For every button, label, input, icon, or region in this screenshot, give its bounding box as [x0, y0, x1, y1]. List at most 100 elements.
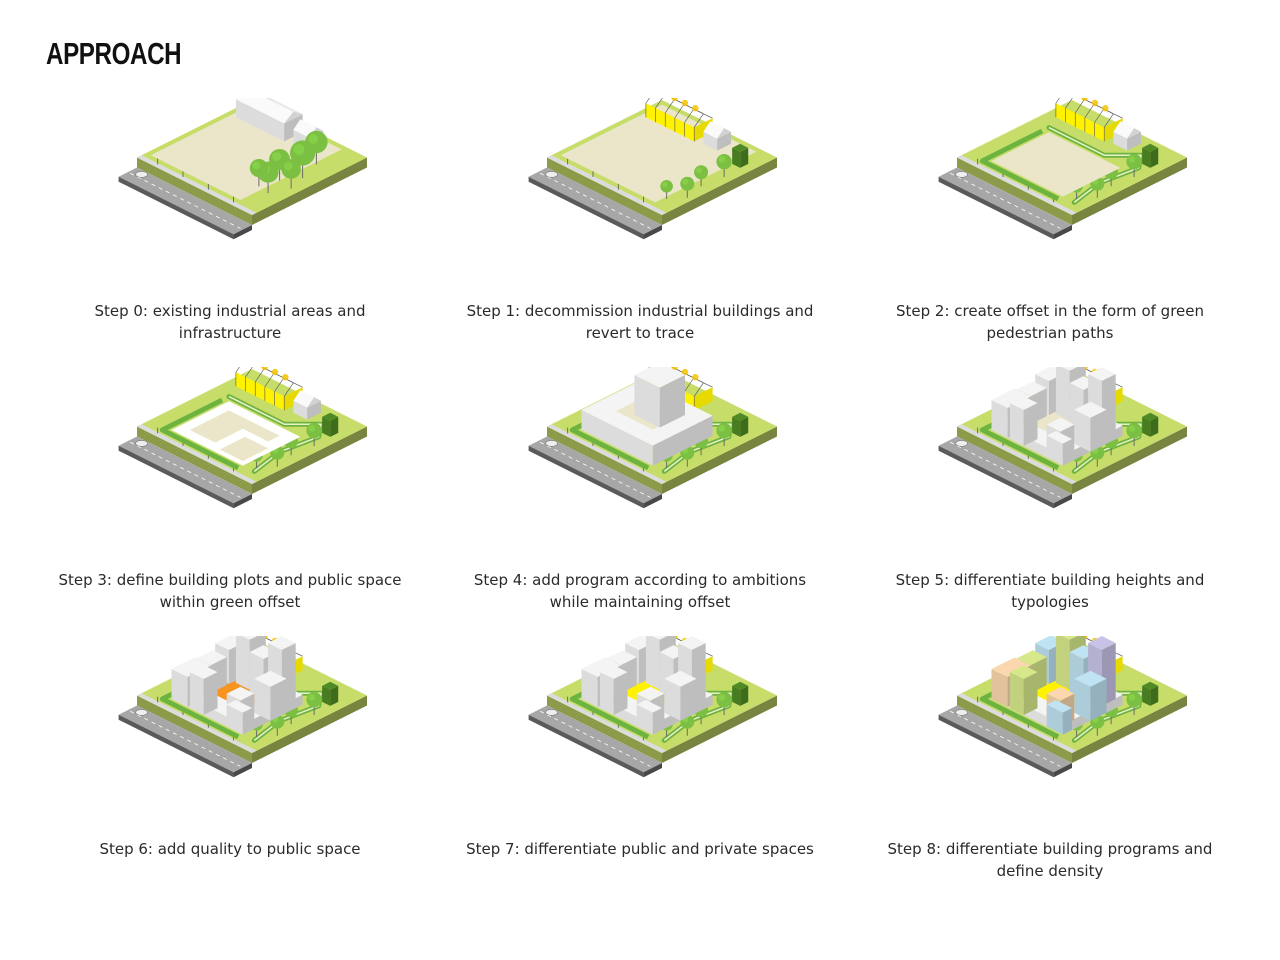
- building-8-top: [636, 686, 665, 701]
- building-7-front: [1009, 672, 1024, 716]
- road-edge: [118, 714, 234, 778]
- road-end: [643, 763, 662, 778]
- car: [135, 171, 148, 178]
- tree-a-crown-light: [308, 425, 316, 432]
- site-edge-side: [662, 695, 777, 763]
- building-9-front: [1046, 704, 1063, 735]
- tree-b-crown-light: [696, 167, 703, 174]
- step-2-caption: Step 2: create offset in the form of gre…: [896, 302, 1204, 342]
- road-edge: [938, 176, 1054, 240]
- building-7-front: [189, 672, 204, 716]
- sidewalk: [547, 424, 667, 484]
- step-5-panel: Step 5: differentiate building heights a…: [896, 367, 1204, 617]
- tree-c-crown-light: [682, 178, 689, 185]
- car: [545, 709, 558, 716]
- step-0-diagram: [118, 98, 367, 240]
- site-edge-front: [137, 157, 252, 225]
- step-5-caption: Step 5: differentiate building heights a…: [895, 571, 1205, 611]
- sidewalk: [547, 155, 667, 215]
- building-6-top: [991, 388, 1031, 408]
- building-6-front: [991, 668, 1008, 707]
- site-edge-side: [252, 426, 367, 494]
- plot-boundary: [171, 401, 301, 466]
- warehouse-small-front: [703, 131, 718, 151]
- greenhouse-rib: [245, 367, 265, 392]
- building-8-top: [1046, 417, 1075, 432]
- greenhouse-rib: [693, 382, 713, 411]
- tree-d-crown-light: [662, 181, 668, 188]
- car: [545, 440, 558, 447]
- site-edge-side: [662, 157, 777, 225]
- tower-front: [634, 375, 660, 428]
- road-end: [643, 494, 662, 509]
- road-end: [233, 494, 252, 509]
- greenhouse-plant: [671, 98, 678, 102]
- building-5-side: [1090, 409, 1107, 452]
- step-8-caption: Step 8: differentiate building programs …: [887, 840, 1213, 880]
- hedge-top: [322, 681, 339, 690]
- site-edge-side: [252, 157, 367, 225]
- building-8-top: [1046, 686, 1075, 701]
- building-1-front: [1055, 367, 1070, 421]
- tower-side: [659, 375, 685, 428]
- road-end: [643, 225, 662, 240]
- warehouse-small-side: [1127, 131, 1141, 151]
- tree-a-crown-light: [718, 425, 726, 432]
- step-3-panel: Step 3: define building plots and public…: [58, 367, 402, 617]
- green-offset-edge: [979, 128, 1060, 202]
- block-base-side: [652, 415, 713, 466]
- hedge-side: [330, 416, 339, 437]
- building-6-front: [581, 668, 598, 707]
- building-9-front: [636, 704, 653, 735]
- building-7-side: [203, 672, 218, 716]
- tree-d-crown-light: [284, 161, 293, 171]
- greenhouse-plant: [1091, 99, 1099, 107]
- building-1-front: [235, 636, 250, 690]
- building-3-top: [268, 636, 296, 650]
- warehouse-long-side: [284, 114, 303, 142]
- greenhouse-plant: [1102, 104, 1109, 112]
- building-6-front: [991, 399, 1008, 438]
- greenhouse-front: [235, 372, 285, 411]
- building-7-side: [613, 672, 628, 716]
- site-edge-front: [957, 695, 1072, 763]
- hedge-front: [322, 685, 331, 706]
- tree-a-crown-light: [1128, 425, 1136, 432]
- building-9-side: [1062, 439, 1072, 466]
- warehouse-small-roof-front: [293, 390, 315, 408]
- site-edge-side: [1072, 426, 1187, 494]
- building-6-top: [171, 657, 211, 677]
- site-edge-front: [137, 426, 252, 494]
- warehouse-small-side: [717, 131, 731, 151]
- building-9-top: [226, 699, 252, 713]
- building-9-front: [1046, 435, 1063, 466]
- hedge-side: [740, 147, 749, 168]
- building-7-front: [1009, 403, 1024, 447]
- site-edge-front: [547, 695, 662, 763]
- car: [955, 171, 968, 178]
- step-1-panel: Step 1: decommission industrial building…: [467, 98, 813, 348]
- building-4-top: [1016, 381, 1047, 397]
- step-4-caption: Step 4: add program according to ambitio…: [473, 571, 807, 611]
- step-4-diagram: [528, 367, 777, 509]
- building-7-top: [599, 665, 628, 680]
- building-5-side: [1090, 678, 1107, 721]
- step-3-diagram: [118, 367, 367, 509]
- hedge-side: [330, 685, 339, 706]
- road-edge: [528, 176, 644, 240]
- greenhouse-side: [694, 387, 713, 411]
- greenhouse-rib: [283, 382, 303, 411]
- building-5-front: [664, 678, 681, 721]
- greenhouse-rib: [1055, 98, 1060, 118]
- car: [955, 440, 968, 447]
- hedge-top: [322, 412, 339, 421]
- building-5-front: [1074, 409, 1091, 452]
- road-end: [233, 763, 252, 778]
- hedge-front: [1142, 685, 1151, 706]
- building-4-top: [1016, 650, 1047, 666]
- building-5-top: [1074, 401, 1107, 418]
- building-7-side: [1023, 403, 1038, 447]
- building-9-side: [652, 708, 662, 735]
- warehouse-small-front: [1113, 131, 1128, 151]
- greenhouse-rib: [1103, 113, 1123, 142]
